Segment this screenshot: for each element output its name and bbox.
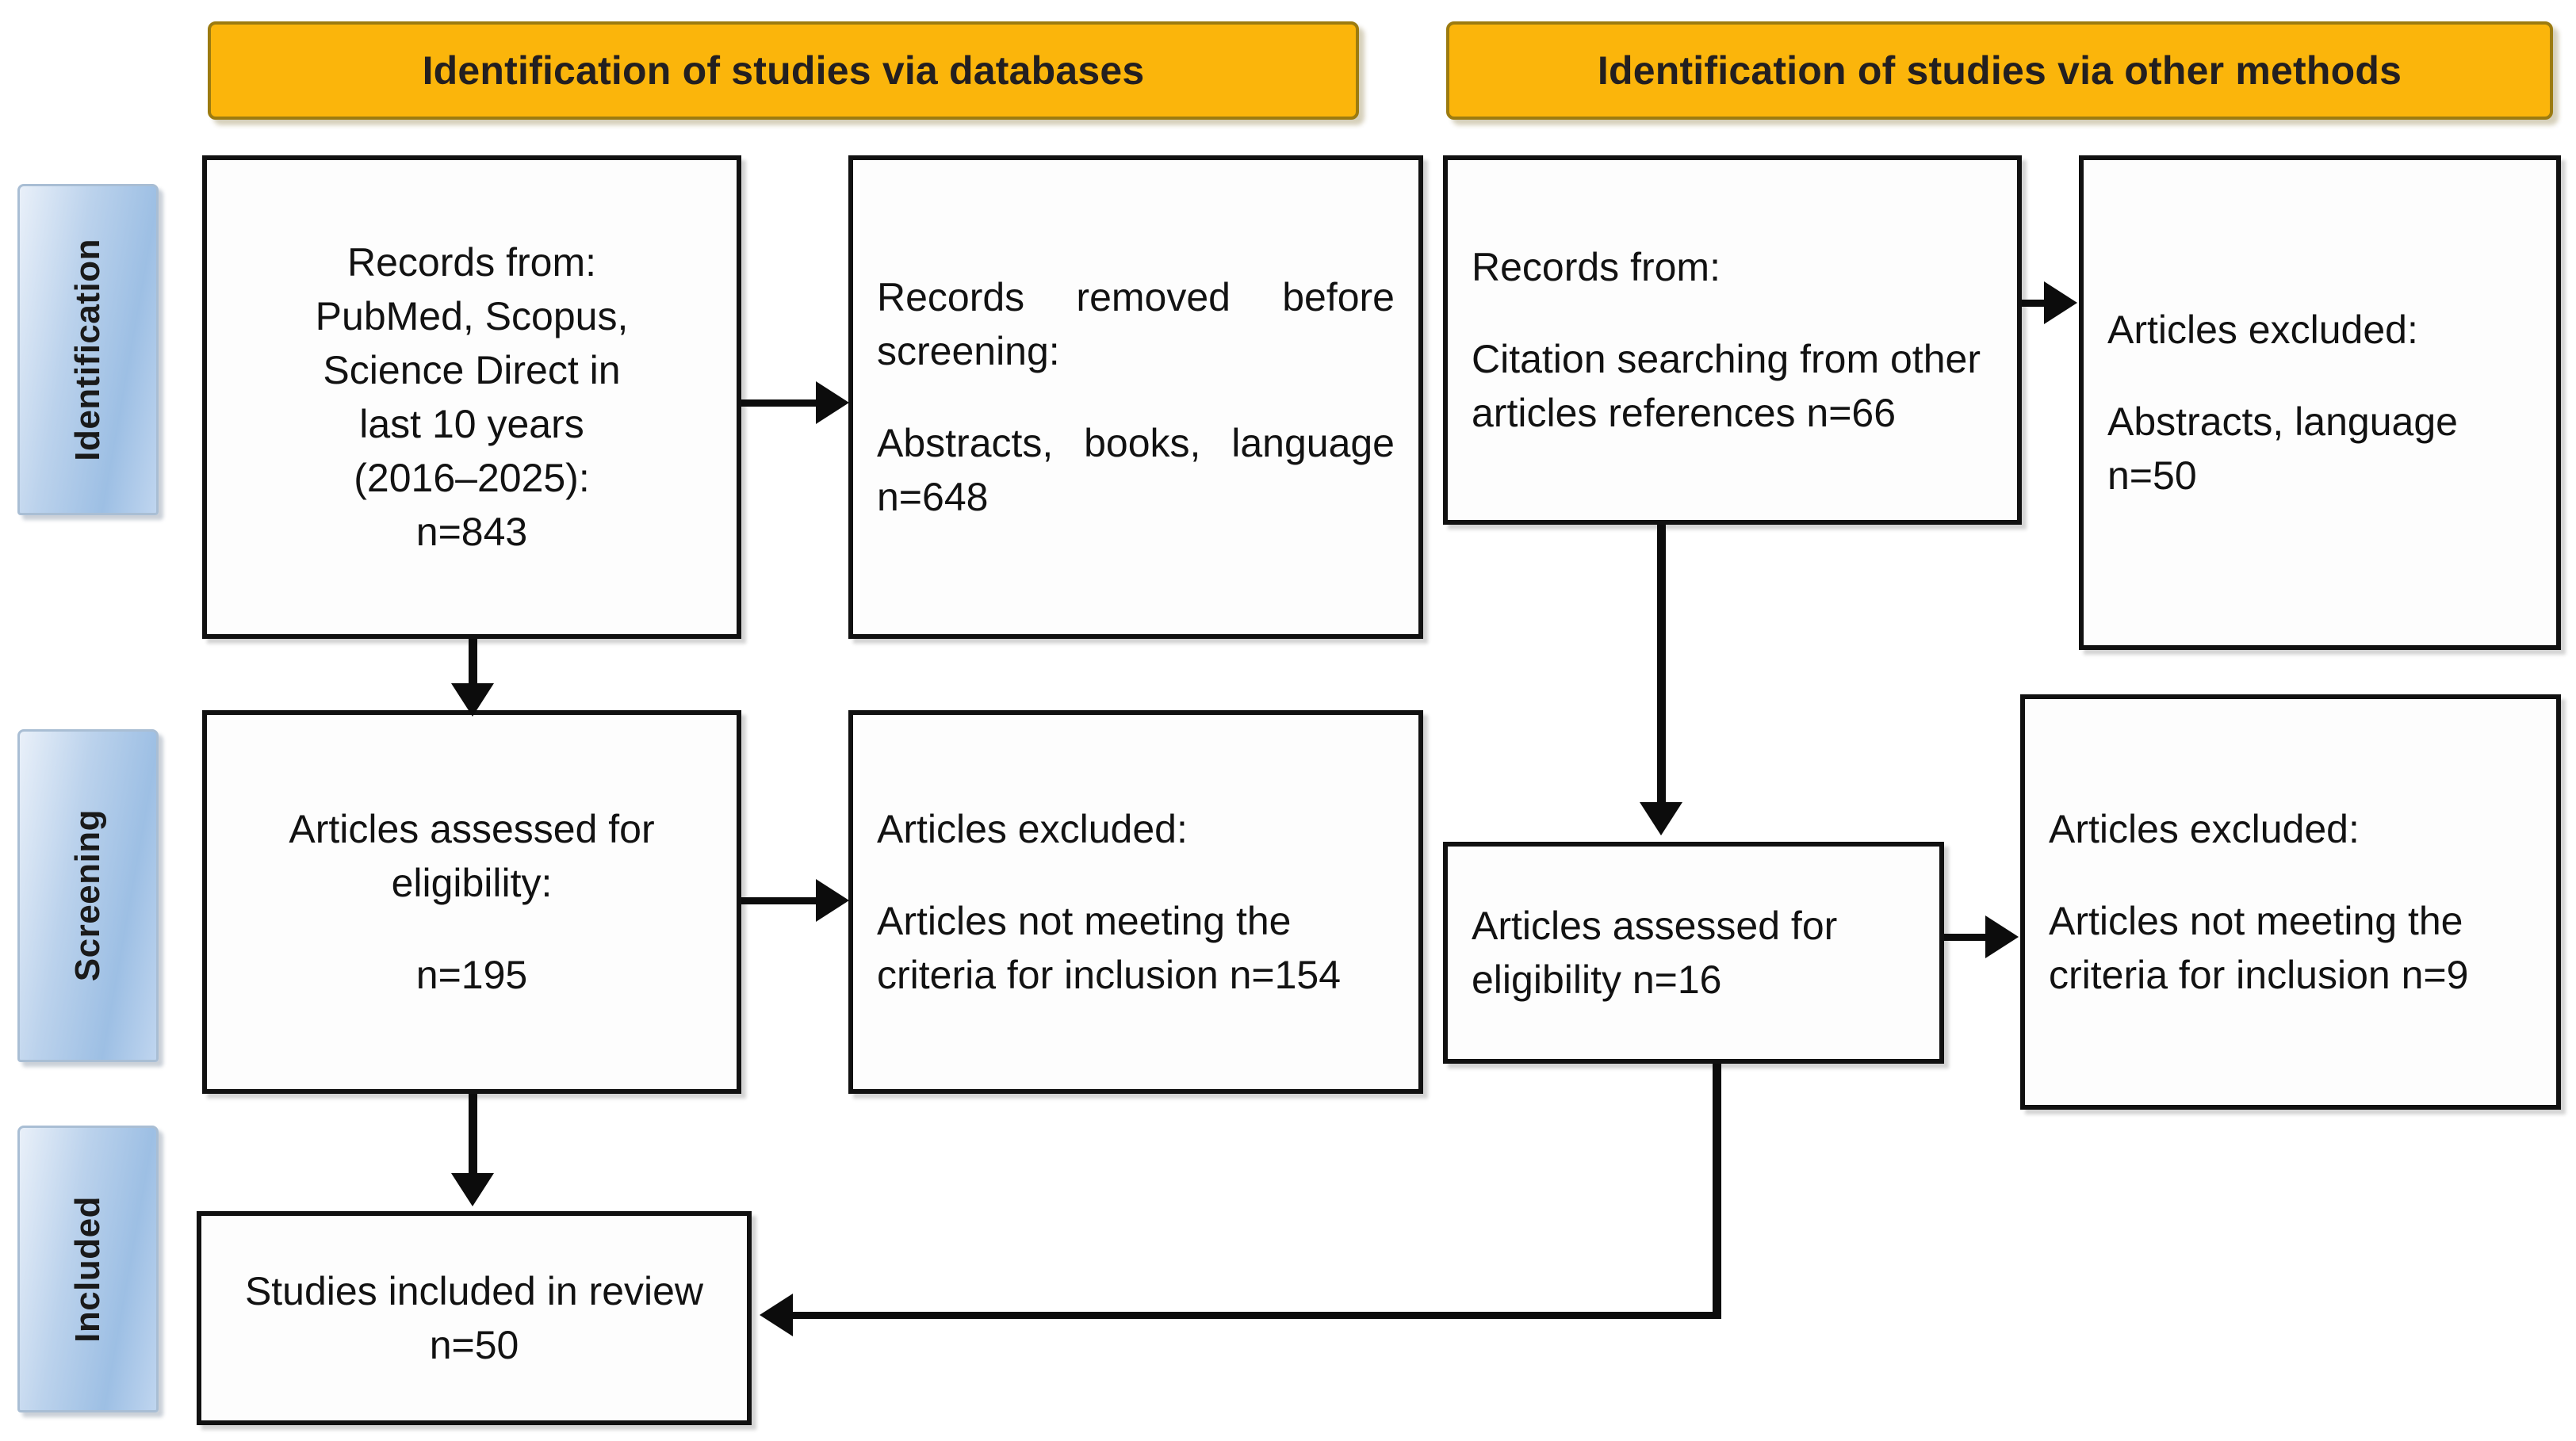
records-other-source: Citation searching from other articles r… [1472, 336, 1981, 435]
node-records-from-databases: Records from: PubMed, Scopus, Science Di… [202, 155, 741, 639]
arrowhead-databases-to-removed [816, 381, 849, 424]
node-articles-assessed-databases: Articles assessed for eligibility: n=195 [202, 710, 741, 1094]
banner-identification-databases: Identification of studies via databases [208, 21, 1359, 120]
stage-tab-screening-label: Screening [68, 809, 107, 982]
records-removed-reasons: Abstracts, books, language n=648 [877, 420, 1395, 519]
node-articles-excluded-databases: Articles excluded: Articles not meeting … [848, 710, 1423, 1094]
records-databases-line-4: last 10 years [359, 402, 584, 446]
node-articles-excluded-other: Articles excluded: Articles not meeting … [2020, 694, 2561, 1110]
records-databases-line-3: Science Direct in [323, 348, 621, 392]
stage-tab-included: Included [17, 1126, 159, 1412]
excluded-other-id-reasons: Abstracts, language n=50 [2107, 399, 2458, 498]
assessed-databases-count: n=195 [415, 952, 528, 997]
records-databases-line-2: PubMed, Scopus, [315, 294, 629, 338]
excluded-other-id-heading: Articles excluded: [2107, 308, 2418, 353]
excluded-other-reasons: Articles not meeting the criteria for in… [2049, 898, 2469, 997]
records-other-heading: Records from: [1472, 245, 1721, 290]
connector-databases-to-removed [741, 399, 819, 407]
stage-tab-identification-label: Identification [68, 238, 107, 461]
records-databases-line-5: (2016–2025): [354, 456, 590, 500]
connector-assessed-to-studies-included [469, 1094, 477, 1178]
connector-assessed-other-to-included-horizontal [793, 1312, 1721, 1319]
studies-included-text: Studies included in review n=50 [244, 1269, 704, 1367]
node-articles-excluded-identification-other: Articles excluded: Abstracts, language n… [2079, 155, 2561, 650]
connector-other-to-excluded-identification [2022, 300, 2055, 307]
arrowhead-other-to-excluded-identification [2044, 281, 2077, 324]
assessed-databases-heading: Articles assessed for eligibility: [289, 807, 655, 906]
connector-other-to-assessed [1657, 525, 1666, 807]
arrowhead-assessed-other-to-included [760, 1294, 793, 1336]
node-records-from-other-methods: Records from: Citation searching from ot… [1443, 155, 2022, 525]
excluded-other-heading: Articles excluded: [2049, 807, 2360, 852]
node-articles-assessed-other: Articles assessed for eligibility n=16 [1443, 842, 1944, 1064]
arrowhead-other-to-assessed [1640, 802, 1682, 835]
connector-assessed-other-to-excluded-other [1944, 934, 1990, 941]
excluded-databases-reasons: Articles not meeting the criteria for in… [877, 898, 1342, 997]
records-databases-count: n=843 [415, 510, 528, 554]
connector-assessed-other-to-included-vertical [1713, 1064, 1721, 1319]
arrowhead-assessed-other-to-excluded-other [1985, 915, 2019, 958]
arrowhead-assessed-to-studies-included [451, 1173, 494, 1206]
assessed-other-text: Articles assessed for eligibility n=16 [1472, 904, 1838, 1002]
excluded-databases-heading: Articles excluded: [877, 807, 1188, 852]
arrowhead-assessed-to-excluded-databases [816, 879, 849, 922]
banner-databases-label: Identification of studies via databases [422, 48, 1145, 93]
arrowhead-databases-to-assessed [451, 683, 494, 717]
banner-identification-other-methods: Identification of studies via other meth… [1446, 21, 2553, 120]
connector-databases-to-assessed [469, 639, 477, 688]
node-studies-included: Studies included in review n=50 [197, 1211, 752, 1425]
connector-assessed-to-excluded-databases [741, 897, 819, 904]
stage-tab-identification: Identification [17, 184, 159, 515]
records-removed-heading: Records removed before screening: [877, 275, 1395, 374]
stage-tab-screening: Screening [17, 729, 159, 1062]
stage-tab-included-label: Included [68, 1195, 107, 1343]
node-records-removed-before-screening: Records removed before screening: Abstra… [848, 155, 1423, 639]
records-databases-line-1: Records from: [347, 240, 596, 285]
banner-other-methods-label: Identification of studies via other meth… [1597, 48, 2402, 93]
